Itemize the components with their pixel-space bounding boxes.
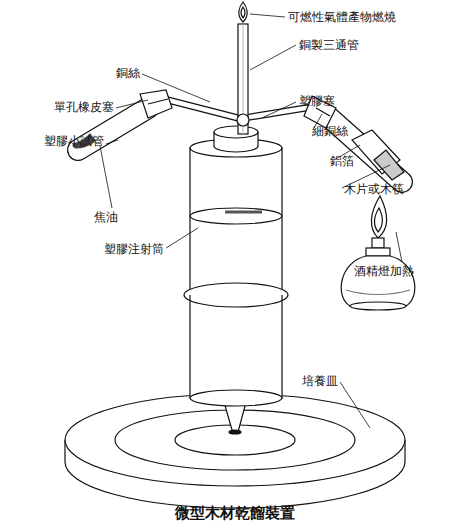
- rubber-stopper-label: 單孔橡皮塞: [54, 100, 114, 114]
- syringe-label: 塑膠注射筒: [104, 242, 164, 256]
- lamp-label: 酒精燈加熱: [354, 264, 414, 278]
- tee-label: 銅製三通管: [299, 38, 359, 52]
- foil-label: 鋁箔: [330, 154, 354, 168]
- figure-caption: 微型木材乾餾裝置: [175, 504, 295, 522]
- wire-label: 銅絲: [116, 66, 140, 80]
- tar-label: 焦油: [94, 210, 118, 224]
- test-tube-label: 塑膠小試管: [44, 134, 104, 148]
- wood-label: 木片或木筷: [344, 182, 404, 196]
- flame-label: 可燃性氣體產物燃燒: [288, 10, 396, 24]
- dish-label: 培養皿: [302, 374, 338, 388]
- stopper-label: 塑膠塞: [299, 94, 335, 108]
- fine-wire-label: 細銅絲: [312, 124, 348, 138]
